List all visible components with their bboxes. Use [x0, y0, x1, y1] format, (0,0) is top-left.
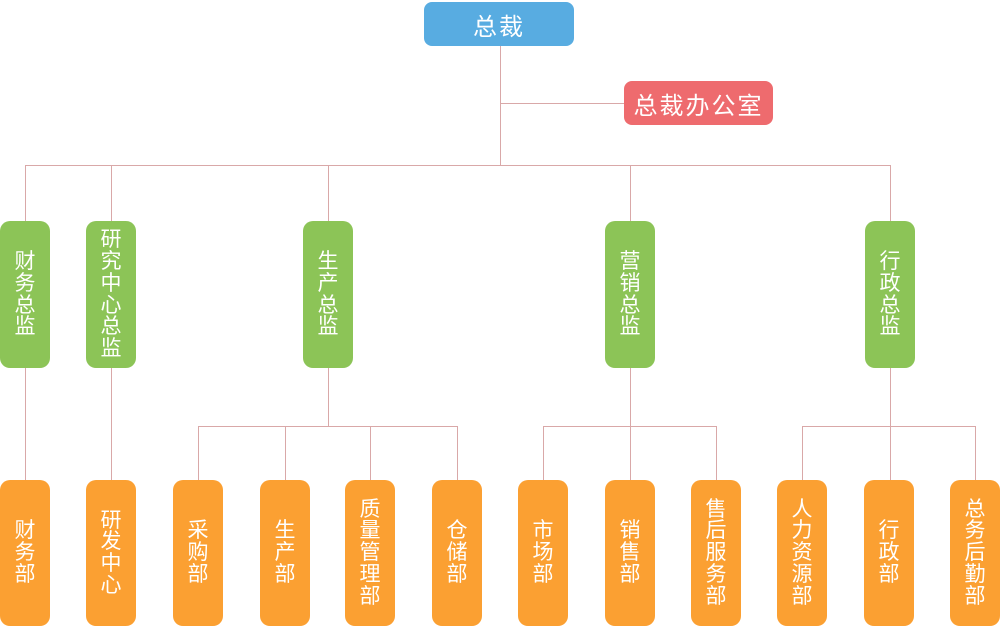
node-dept-quality-label: 质量管理部	[359, 497, 381, 608]
connector-line	[630, 426, 631, 480]
connector-line	[716, 426, 717, 480]
connector-line	[111, 368, 112, 480]
connector-line	[975, 426, 976, 480]
node-dept-purchasing[interactable]: 采购部	[173, 480, 223, 626]
node-dept-market-label: 市场部	[532, 519, 554, 586]
node-dept-hr-label: 人力资源部	[791, 497, 813, 608]
node-dept-quality[interactable]: 质量管理部	[345, 480, 395, 626]
node-dept-logistics[interactable]: 总务后勤部	[950, 480, 1000, 626]
node-director-production[interactable]: 生产总监	[303, 221, 353, 368]
connector-line	[457, 426, 458, 480]
node-dept-market[interactable]: 市场部	[518, 480, 568, 626]
node-director-finance-label: 财务总监	[14, 250, 36, 339]
node-president-office-label: 总裁办公室	[633, 92, 764, 120]
node-dept-purchasing-label: 采购部	[187, 519, 209, 586]
connector-line	[198, 426, 457, 427]
node-dept-production[interactable]: 生产部	[260, 480, 310, 626]
connector-line	[630, 368, 631, 426]
node-director-research-center[interactable]: 研究中心总监	[86, 221, 136, 368]
connector-line	[25, 165, 890, 166]
connector-line	[500, 103, 624, 104]
node-president-label: 总裁	[473, 13, 525, 41]
connector-line	[328, 368, 329, 426]
node-dept-admin[interactable]: 行政部	[864, 480, 914, 626]
connector-line	[890, 426, 891, 480]
node-dept-hr[interactable]: 人力资源部	[777, 480, 827, 626]
node-dept-finance-label: 财务部	[14, 519, 36, 586]
connector-line	[285, 426, 286, 480]
connector-line	[500, 46, 501, 165]
node-dept-finance[interactable]: 财务部	[0, 480, 50, 626]
node-dept-rd-center[interactable]: 研发中心	[86, 480, 136, 626]
node-dept-logistics-label: 总务后勤部	[964, 497, 986, 608]
node-dept-warehouse-label: 仓储部	[446, 519, 468, 586]
node-dept-aftersales[interactable]: 售后服务部	[691, 480, 741, 626]
node-dept-admin-label: 行政部	[878, 519, 900, 586]
connector-line	[802, 426, 803, 480]
connector-line	[370, 426, 371, 480]
connector-line	[543, 426, 716, 427]
node-president-office[interactable]: 总裁办公室	[624, 81, 773, 125]
connector-line	[328, 165, 329, 221]
node-dept-rd-center-label: 研发中心	[100, 508, 122, 597]
node-director-admin-label: 行政总监	[879, 250, 901, 339]
connector-line	[890, 165, 891, 221]
node-dept-production-label: 生产部	[274, 519, 296, 586]
connector-line	[198, 426, 199, 480]
node-dept-aftersales-label: 售后服务部	[705, 497, 727, 608]
node-dept-sales-label: 销售部	[619, 519, 641, 586]
node-dept-warehouse[interactable]: 仓储部	[432, 480, 482, 626]
node-director-admin[interactable]: 行政总监	[865, 221, 915, 368]
connector-line	[111, 165, 112, 221]
node-director-research-center-label: 研究中心总监	[100, 228, 122, 360]
node-president[interactable]: 总裁	[424, 2, 574, 46]
node-dept-sales[interactable]: 销售部	[605, 480, 655, 626]
node-director-finance[interactable]: 财务总监	[0, 221, 50, 368]
connector-line	[25, 368, 26, 480]
node-director-marketing-label: 营销总监	[619, 250, 641, 339]
connector-line	[890, 368, 891, 426]
connector-line	[25, 165, 26, 221]
node-director-production-label: 生产总监	[317, 250, 339, 339]
node-director-marketing[interactable]: 营销总监	[605, 221, 655, 368]
connector-line	[630, 165, 631, 221]
connector-line	[543, 426, 544, 480]
connector-line	[802, 426, 975, 427]
